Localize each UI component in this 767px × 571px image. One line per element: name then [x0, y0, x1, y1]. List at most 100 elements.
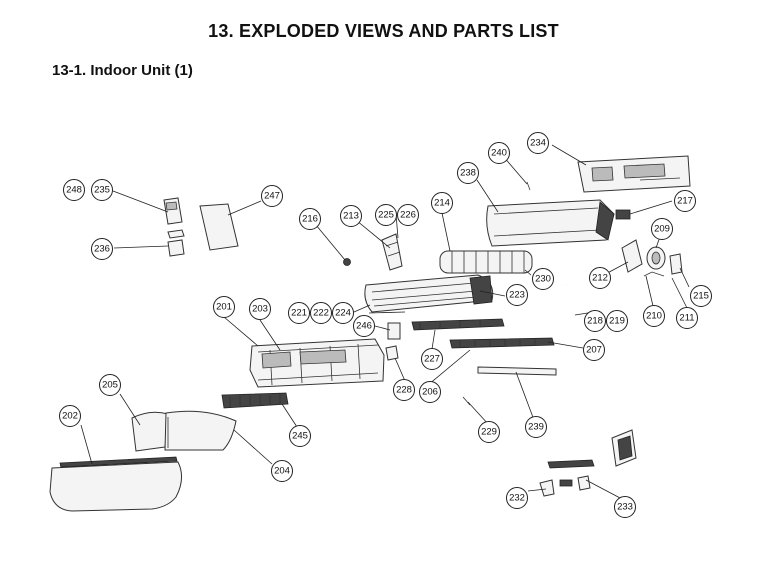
part-drain-hose — [561, 284, 576, 316]
svg-text:206: 206 — [422, 387, 438, 398]
callout-210: 210 — [643, 305, 665, 327]
callout-227: 227 — [421, 348, 443, 370]
part-front-panel — [49, 456, 182, 512]
part-heat-exchanger — [364, 274, 494, 313]
svg-text:203: 203 — [252, 304, 268, 315]
callout-214: 214 — [431, 192, 453, 214]
callout-235: 235 — [91, 179, 113, 201]
svg-text:248: 248 — [66, 185, 82, 196]
svg-text:215: 215 — [693, 291, 709, 302]
callout-211: 211 — [676, 307, 698, 329]
callout-205: 205 — [99, 374, 121, 396]
svg-text:213: 213 — [343, 211, 359, 222]
part-connector — [615, 209, 631, 220]
part-display-unit — [539, 429, 637, 497]
svg-text:211: 211 — [679, 313, 694, 324]
callout-229: 229 — [478, 421, 500, 443]
svg-text:224: 224 — [335, 308, 351, 319]
part-motor-bracket — [643, 271, 665, 277]
svg-text:217: 217 — [677, 196, 693, 207]
callout-215: 215 — [690, 285, 712, 307]
leader-lines — [80, 144, 690, 500]
section-subtitle: 13-1. Indoor Unit (1) — [52, 62, 193, 79]
callout-240: 240 — [488, 142, 510, 164]
svg-text:223: 223 — [509, 290, 525, 301]
callout-247: 247 — [261, 185, 283, 207]
callout-246: 246 — [353, 315, 375, 337]
part-rear-cabinet — [486, 199, 615, 247]
svg-text:227: 227 — [424, 354, 440, 365]
callout-233: 233 — [614, 496, 636, 518]
callout-236: 236 — [91, 238, 113, 260]
svg-text:229: 229 — [481, 427, 497, 438]
svg-text:232: 232 — [509, 493, 525, 504]
callout-238: 238 — [457, 162, 479, 184]
callout-239: 239 — [525, 416, 547, 438]
callout-224: 224 — [332, 302, 354, 324]
part-remote-controller — [163, 197, 185, 257]
svg-text:245: 245 — [292, 431, 308, 442]
svg-text:240: 240 — [491, 148, 507, 159]
part-sensor-holder — [385, 345, 399, 361]
callout-207: 207 — [583, 339, 605, 361]
part-screw-small — [526, 181, 531, 191]
callout-206: 206 — [419, 381, 441, 403]
svg-text:209: 209 — [654, 224, 670, 235]
svg-text:210: 210 — [646, 311, 662, 322]
callout-226: 226 — [397, 204, 419, 226]
part-screw — [462, 396, 471, 406]
callout-212: 212 — [589, 267, 611, 289]
page-title: 13. EXPLODED VIEWS AND PARTS LIST — [208, 21, 559, 41]
svg-text:221: 221 — [291, 308, 307, 319]
callout-223: 223 — [506, 284, 528, 306]
callout-216: 216 — [299, 208, 321, 230]
svg-text:218: 218 — [587, 316, 603, 327]
callout-204: 204 — [271, 460, 293, 482]
svg-text:207: 207 — [586, 345, 602, 356]
part-nut — [343, 258, 351, 266]
svg-text:201: 201 — [216, 302, 232, 313]
svg-text:214: 214 — [434, 198, 450, 209]
callout-209: 209 — [651, 218, 673, 240]
svg-text:219: 219 — [609, 316, 625, 327]
callout-222: 222 — [310, 302, 332, 324]
part-bracket — [387, 322, 401, 340]
svg-text:233: 233 — [617, 502, 633, 513]
callout-245: 245 — [289, 425, 311, 447]
callout-230: 230 — [532, 268, 554, 290]
part-cross-flow-fan — [439, 250, 533, 274]
svg-text:234: 234 — [530, 138, 546, 149]
callout-232: 232 — [506, 487, 528, 509]
svg-text:226: 226 — [400, 210, 416, 221]
svg-text:238: 238 — [460, 168, 476, 179]
part-horizontal-louver — [411, 318, 505, 331]
callout-218: 218 — [584, 310, 606, 332]
svg-text:204: 204 — [274, 466, 290, 477]
part-control-board — [577, 155, 691, 193]
part-drain-pan-rod — [477, 366, 557, 376]
callout-248: 248 — [63, 179, 85, 201]
part-deodorizing-filter — [221, 392, 289, 409]
svg-text:225: 225 — [378, 210, 394, 221]
callout-225: 225 — [375, 204, 397, 226]
callout-213: 213 — [340, 205, 362, 227]
part-chassis — [249, 338, 385, 388]
svg-text:239: 239 — [528, 422, 544, 433]
part-air-filters — [131, 410, 237, 452]
callout-202: 202 — [59, 405, 81, 427]
callout-228: 228 — [393, 379, 415, 401]
part-instruction-manual — [199, 203, 239, 251]
svg-text:205: 205 — [102, 380, 118, 391]
svg-text:202: 202 — [62, 411, 78, 422]
callout-201: 201 — [213, 296, 235, 318]
callout-203: 203 — [249, 298, 271, 320]
part-fan-motor — [621, 239, 683, 275]
part-vertical-vanes — [449, 337, 555, 349]
callout-217: 217 — [674, 190, 696, 212]
part-guide-clips — [381, 233, 403, 271]
svg-text:222: 222 — [313, 308, 329, 319]
svg-text:247: 247 — [264, 191, 280, 202]
callout-221: 221 — [288, 302, 310, 324]
svg-text:228: 228 — [396, 385, 412, 396]
